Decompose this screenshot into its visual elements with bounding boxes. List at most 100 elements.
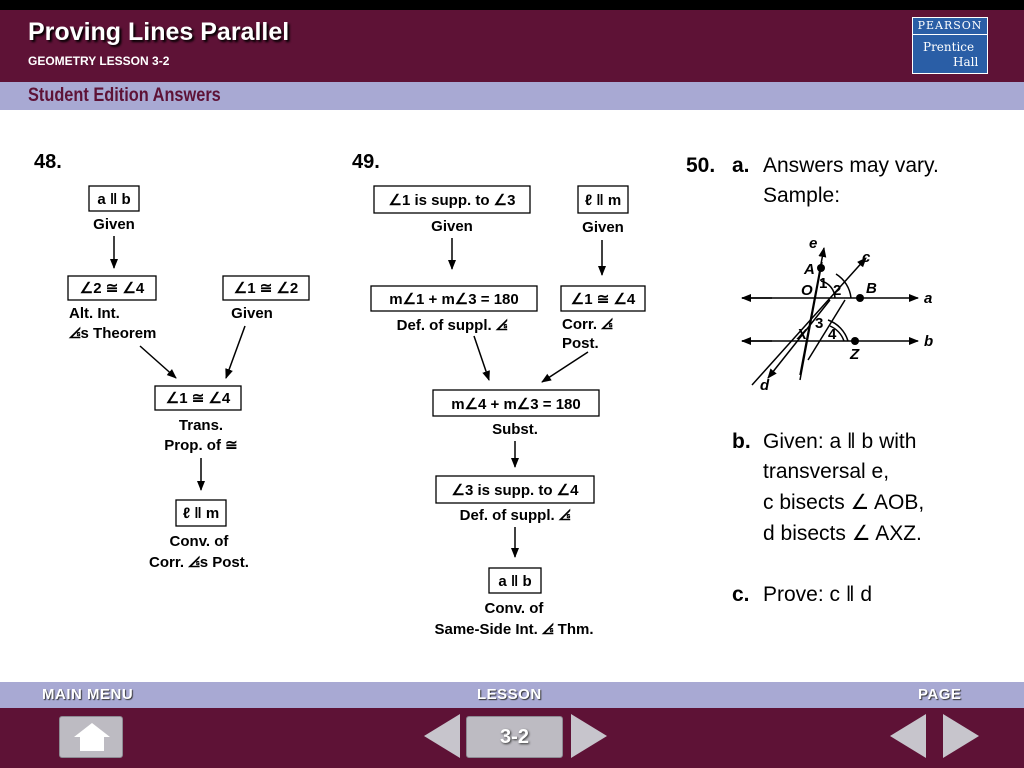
p50-part-c-label: c. xyxy=(732,583,750,606)
fig-point-B xyxy=(856,294,864,302)
p50-part-b-line-1: Given: a ‖ b with xyxy=(763,430,917,453)
p48-reason-2a: Alt. Int. xyxy=(69,305,120,322)
p50-part-b-line-3: c bisects ∠ AOB, xyxy=(763,491,925,514)
p48-reason-4b: Prop. of ≅ xyxy=(164,437,237,454)
lesson-prev-button[interactable] xyxy=(424,714,460,758)
p49-statement-box-1 xyxy=(373,185,531,214)
fig-line-c xyxy=(751,257,867,386)
page-label: PAGE xyxy=(918,686,962,703)
problem-49-number: 49. xyxy=(352,151,380,173)
problem-48-number: 48. xyxy=(34,151,62,173)
p50-part-b-line-4: d bisects ∠ AXZ. xyxy=(763,522,922,545)
problem-50-figure: e c A O 1 2 B a X 3 4 Z b d xyxy=(741,235,933,394)
fig-label-3: 3 xyxy=(815,315,823,332)
p49-statement-box-6 xyxy=(435,475,595,504)
fig-label-c: c xyxy=(862,249,871,266)
lesson-subtitle: GEOMETRY LESSON 3-2 xyxy=(28,54,170,68)
p50-part-a-line-2: Sample: xyxy=(763,184,841,207)
p49-statement-6: ∠3 is supp. to ∠4 xyxy=(452,482,580,499)
p50-part-b-label: b. xyxy=(732,430,751,453)
logo-pearson-text: PEARSON xyxy=(913,18,987,35)
section-band-title: Student Edition Answers xyxy=(28,85,221,106)
p49-reason-3: Def. of suppl. ⦞ xyxy=(397,317,508,334)
fig-label-Z: Z xyxy=(849,346,860,363)
p49-statement-7: a ‖ b xyxy=(498,573,531,590)
p48-statement-box-3 xyxy=(222,275,310,301)
p48-statement-1: a ‖ b xyxy=(97,191,130,208)
fig-line-d-upper xyxy=(807,299,846,361)
p50-part-b-line-2: transversal e, xyxy=(763,460,890,483)
footer-nav: 3-2 xyxy=(0,708,1024,768)
p48-reason-1: Given xyxy=(93,216,135,233)
nav-label-bar: MAIN MENU LESSON PAGE xyxy=(0,682,1024,708)
p48-statement-2: ∠2 ≅ ∠4 xyxy=(80,280,145,297)
fig-angle-arc-2 xyxy=(835,273,852,299)
p50-part-a-label: a. xyxy=(732,154,750,177)
p48-statement-box-2 xyxy=(67,275,157,301)
lesson-next-button[interactable] xyxy=(571,714,607,758)
p48-reason-2b: ⦞s Theorem xyxy=(68,325,156,342)
p48-reason-3: Given xyxy=(231,305,273,322)
fig-angle-arc-3 xyxy=(829,325,845,342)
fig-angle-arc-1 xyxy=(820,280,836,299)
p49-reason-7a: Conv. of xyxy=(485,600,545,617)
p49-statement-5: m∠4 + m∠3 = 180 xyxy=(451,396,580,413)
logo-prentice-text: Prentice xyxy=(923,40,975,54)
p49-reason-6: Def. of suppl. ⦞ xyxy=(460,507,571,524)
section-band: Student Edition Answers xyxy=(0,82,1024,110)
problem-50-number: 50. xyxy=(686,154,716,177)
p48-reason-4a: Trans. xyxy=(179,417,223,434)
p49-statement-box-5 xyxy=(432,389,600,417)
fig-label-X: X xyxy=(796,326,808,343)
p48-arrow-2 xyxy=(139,345,177,379)
problem-49-flowchart: 49. ∠1 is supp. to ∠3 Given ℓ ‖ m Given … xyxy=(352,151,646,638)
p49-reason-7b: Same-Side Int. ⦞ Thm. xyxy=(434,621,593,638)
p48-statement-3: ∠1 ≅ ∠2 xyxy=(234,280,298,297)
p50-part-c-line: Prove: c ‖ d xyxy=(763,583,873,606)
fig-label-b: b xyxy=(924,333,933,350)
fig-angle-arc-4 xyxy=(827,319,849,342)
p49-statement-box-3 xyxy=(370,285,538,312)
p49-reason-5: Subst. xyxy=(492,421,538,438)
p49-statement-box-4 xyxy=(560,285,646,312)
main-menu-label: MAIN MENU xyxy=(42,686,134,703)
fig-label-A: A xyxy=(803,261,815,278)
content-area: 48. a ‖ b Given ∠2 ≅ ∠4 Alt. Int. ⦞s The… xyxy=(0,110,1024,682)
pearson-logo: PEARSON Prentice Hall xyxy=(912,17,988,74)
p48-statement-4: ∠1 ≅ ∠4 xyxy=(166,390,231,407)
lesson-number-button[interactable]: 3-2 xyxy=(466,716,563,758)
p49-statement-3: m∠1 + m∠3 = 180 xyxy=(389,291,518,308)
fig-label-a: a xyxy=(924,290,932,307)
lesson-label: LESSON xyxy=(477,686,542,703)
p49-arrow-4 xyxy=(541,351,589,383)
header: Proving Lines Parallel GEOMETRY LESSON 3… xyxy=(0,10,1024,82)
top-strip xyxy=(0,0,1024,10)
p48-reason-5a: Conv. of xyxy=(170,533,230,550)
p49-reason-4a: Corr. ⦞ xyxy=(562,316,613,333)
p49-arrow-3 xyxy=(473,335,490,381)
p49-statement-box-2 xyxy=(577,185,629,214)
p49-statement-4: ∠1 ≅ ∠4 xyxy=(571,291,636,308)
page-next-button[interactable] xyxy=(943,714,979,758)
home-icon xyxy=(74,723,110,751)
fig-label-O: O xyxy=(801,282,813,299)
fig-label-4: 4 xyxy=(828,326,837,343)
page-prev-button[interactable] xyxy=(890,714,926,758)
fig-point-A xyxy=(817,264,825,272)
p49-statement-box-7 xyxy=(488,567,542,594)
p48-statement-box-4 xyxy=(154,385,242,411)
p49-reason-1: Given xyxy=(431,218,473,235)
p48-reason-5b: Corr. ⦞s Post. xyxy=(149,554,249,571)
main-menu-home-button[interactable] xyxy=(59,716,123,758)
p49-reason-4b: Post. xyxy=(562,335,599,352)
p49-reason-2: Given xyxy=(582,219,624,236)
p48-statement-box-1 xyxy=(88,185,140,212)
fig-label-B: B xyxy=(866,280,877,297)
p49-statement-1: ∠1 is supp. to ∠3 xyxy=(389,192,516,209)
p50-part-a-line-1: Answers may vary. xyxy=(763,154,939,177)
fig-label-e: e xyxy=(809,235,817,252)
fig-label-d: d xyxy=(760,377,770,394)
p48-arrow-3 xyxy=(225,325,246,379)
p48-statement-box-5 xyxy=(175,499,227,527)
p49-statement-2: ℓ ‖ m xyxy=(585,192,621,209)
